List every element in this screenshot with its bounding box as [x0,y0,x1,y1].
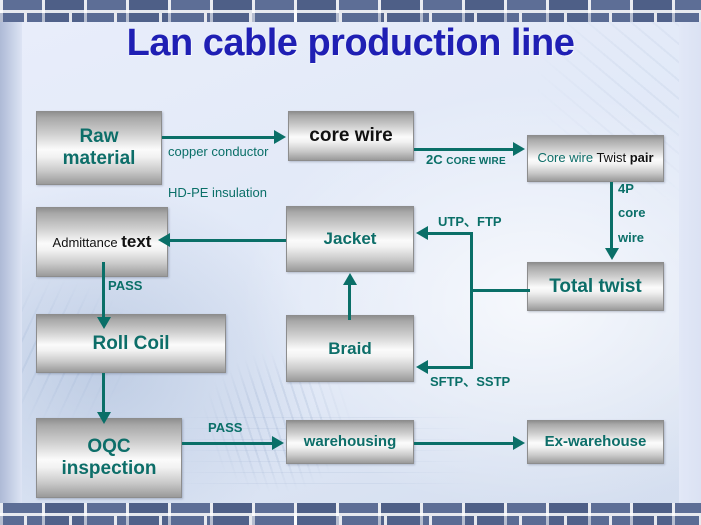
edge-oqc-to-warehousing-arrow [272,436,284,450]
edge-twist-to-total-arrow [605,248,619,260]
edge-junction-to-jacket-line [428,232,473,235]
edge-admittance-to-rollcoil-arrow [97,317,111,329]
edge-rollcoil-to-oqc-arrow [97,412,111,424]
edge-admittance-to-rollcoil-line [102,262,105,320]
node-warehousing[interactable]: warehousing [286,420,414,464]
edge-core-to-twist-arrow [513,142,525,156]
node-total-twist-label: Total twist [549,275,642,297]
label-copper-conductor: copper conductor [168,144,269,159]
edge-junction-to-braid-line [428,366,473,369]
edge-warehousing-to-exwarehouse-arrow [513,436,525,450]
node-core-wire-label: core wire [309,125,393,147]
edge-warehousing-to-exwarehouse-line [414,442,515,445]
oqc-line-1: OQC [87,436,131,458]
node-roll-coil[interactable]: Roll Coil [36,314,226,373]
edge-raw-to-core-line [162,136,276,139]
label-utp-ftp: UTP、FTP [438,214,502,229]
label-4p-core-wire: 4P core wire [618,181,645,254]
label-pass-admittance: PASS [108,278,143,293]
brick-border-bottom [0,503,701,525]
node-raw-material-label: Raw material [62,126,136,169]
node-admittance-text-label: Admittance text [49,232,156,252]
edge-rollcoil-to-oqc-line [102,373,105,417]
edge-braid-to-jacket-line [348,284,351,320]
node-core-wire-twist-pair[interactable]: Core wire Twist pair [527,135,664,182]
twist-pair-part-c: pair [629,150,654,166]
node-braid-label: Braid [328,338,372,358]
node-jacket-label: Jacket [323,229,377,249]
diagram-canvas: Raw material core wire Core wire Twist p… [22,22,679,503]
oqc-line-2: inspection [61,458,157,479]
admittance-part-b: text [121,232,152,252]
node-raw-material[interactable]: Raw material [36,111,162,185]
label-4p-line-2: core [618,205,646,221]
node-total-twist[interactable]: Total twist [527,262,664,311]
label-2c-core-wire: 2C CORE WIRE [426,152,506,169]
label-4p-line-1: 4P [618,181,634,196]
node-ex-warehouse[interactable]: Ex-warehouse [527,420,664,464]
side-border-left [0,22,22,503]
label-4p-line-3: wire [618,229,645,245]
label-pass-oqc: PASS [208,420,243,435]
edge-oqc-to-warehousing-line [182,442,274,445]
node-ex-warehouse-label: Ex-warehouse [544,433,647,451]
edge-total-to-junction-line [470,289,530,292]
brick-border-top [0,0,701,22]
node-jacket[interactable]: Jacket [286,206,414,272]
edge-twist-to-total-line [610,182,613,250]
edge-junction-to-jacket-arrow [416,226,428,240]
edge-core-to-twist-line [414,148,515,151]
edge-jacket-to-admittance-arrow [158,233,170,247]
edge-junction-to-braid-arrow [416,360,428,374]
node-core-wire-twist-pair-label: Core wire Twist pair [533,150,657,166]
twist-pair-part-a: Core wire [537,150,594,166]
node-warehousing-label: warehousing [303,433,397,451]
admittance-part-a: Admittance [52,235,118,251]
node-oqc-inspection-label: OQC inspection [57,436,160,480]
label-hdpe-insulation: HD-PE insulation [168,185,267,200]
node-braid[interactable]: Braid [286,315,414,382]
node-oqc-inspection[interactable]: OQC inspection [36,418,182,498]
side-border-right [679,22,701,503]
edge-raw-to-core-arrow [274,130,286,144]
label-sftp-sstp: SFTP、SSTP [430,374,511,389]
label-core-wire-small: CORE WIRE [446,156,506,167]
edge-braid-to-jacket-arrow [343,273,357,285]
twist-pair-part-b: Twist [596,150,627,166]
page-title: Lan cable production line [126,22,575,64]
edge-jacket-to-admittance-line [168,239,286,242]
node-roll-coil-label: Roll Coil [92,332,170,354]
label-2c-big: 2C [426,152,443,167]
node-core-wire[interactable]: core wire [288,111,414,161]
edge-junction-vertical-bar [470,232,473,369]
